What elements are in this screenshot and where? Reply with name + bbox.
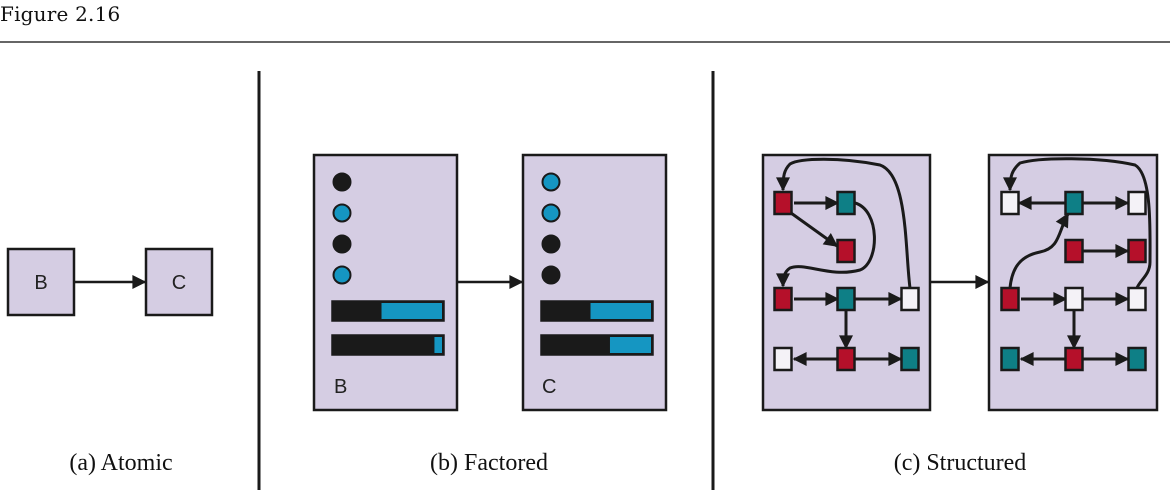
object-node-white [900,286,920,312]
object-node-white [1127,286,1147,312]
factored-panel: B C [312,153,668,412]
atomic-state-b-label: B [34,272,47,294]
edge-n2-n4 [776,201,876,288]
title-rule [0,41,1170,43]
object-node-white [1000,190,1020,216]
factored-state-b-label: B [334,376,347,398]
atomic-state-b [6,247,76,317]
object-node-teal [1064,190,1084,216]
object-node-red [836,346,856,372]
object-node-red [1127,238,1147,264]
object-node-teal [836,286,856,312]
object-node-white [1127,190,1147,216]
real-valued-variable-bar [331,334,445,356]
boolean-variable-blue [541,203,561,223]
object-node-teal [1127,346,1147,372]
object-node-white [773,346,793,372]
edge-n1-n3 [790,211,839,248]
object-node-teal [836,190,856,216]
boolean-variable-blue [541,172,561,192]
boolean-variable-black [541,265,561,285]
object-node-white [1064,286,1084,312]
boolean-variable-blue [332,203,352,223]
structured-panel [761,153,1159,412]
atomic-state-c [144,247,214,317]
structured-state-1-edges [776,157,912,366]
edge-m8-m1 [1003,157,1152,289]
real-valued-variable-fill [609,337,651,353]
real-valued-variable-fill [381,303,442,319]
atomic-state-c-label: C [172,272,186,294]
object-node-red [836,238,856,264]
structured-state-2-edges [1003,157,1152,366]
object-node-red [1064,346,1084,372]
boolean-variable-black [332,172,352,192]
factored-state-c-label: C [542,376,556,398]
edge-m6-m2 [1008,212,1070,289]
object-node-teal [1000,346,1020,372]
boolean-variable-black [332,234,352,254]
factored-state-c [521,153,668,412]
object-node-red [773,286,793,312]
caption-structured: (c) Structured [893,450,1027,476]
edge-n6-n1 [776,157,912,289]
object-node-red [1000,286,1020,312]
object-node-red [773,190,793,216]
figure-title: Figure 2.16 [0,2,121,26]
real-valued-variable-fill [434,337,442,353]
object-node-red [1064,238,1084,264]
factored-state-b [312,153,459,412]
boolean-variable-black [541,234,561,254]
caption-factored: (b) Factored [430,450,548,476]
object-node-teal [900,346,920,372]
atomic-panel: B C [6,247,214,317]
caption-atomic: (a) Atomic [69,450,173,476]
real-valued-variable-fill [590,303,651,319]
boolean-variable-blue [332,265,352,285]
